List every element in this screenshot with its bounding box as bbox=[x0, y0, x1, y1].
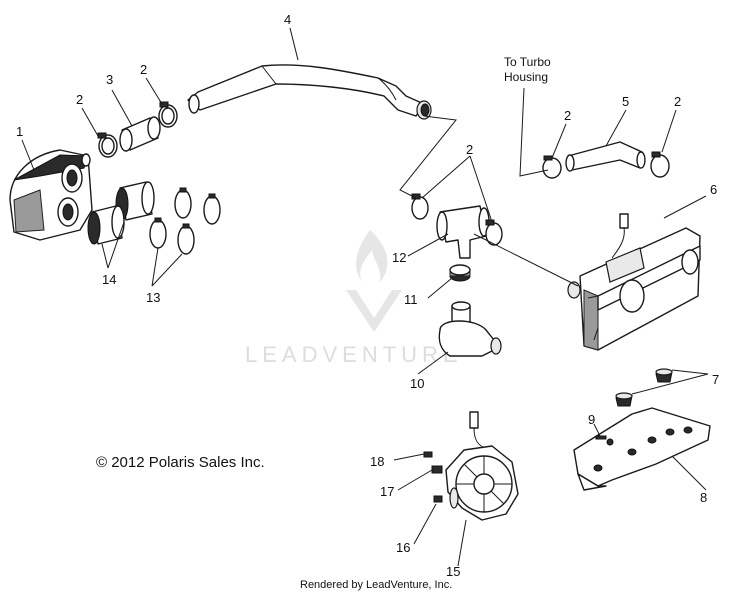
callout-15: 15 bbox=[446, 564, 460, 579]
part-13-clamps bbox=[149, 187, 221, 255]
callout-4: 4 bbox=[284, 12, 291, 27]
part-2-clamp-turbo-left bbox=[542, 155, 562, 179]
footer-text: Rendered by LeadVenture, Inc. bbox=[300, 579, 452, 591]
part-4-intake-hose bbox=[187, 64, 432, 120]
callout-2-center-clamps: 2 bbox=[466, 142, 473, 157]
part-2-clamp-center-right bbox=[485, 219, 503, 246]
callout-numbers: 1 2 3 2 4 14 13 2 12 11 10 To Turbo Hous… bbox=[16, 12, 719, 579]
part-14-couplers bbox=[87, 181, 155, 245]
part-11-ring bbox=[449, 264, 471, 282]
callout-1: 1 bbox=[16, 124, 23, 139]
copyright-text: © 2012 Polaris Sales Inc. bbox=[96, 454, 265, 471]
callout-2-airbox-clamp: 2 bbox=[76, 92, 83, 107]
callout-9: 9 bbox=[588, 412, 595, 427]
callout-leaders bbox=[21, 27, 709, 567]
callout-8: 8 bbox=[700, 490, 707, 505]
part-10-valve bbox=[438, 301, 502, 357]
part-2-clamp-center-left bbox=[411, 193, 429, 220]
callout-10: 10 bbox=[410, 376, 424, 391]
callout-13: 13 bbox=[146, 290, 160, 305]
part-5-hose bbox=[565, 141, 646, 172]
part-17-nut bbox=[431, 465, 443, 474]
callout-11: 11 bbox=[404, 292, 418, 307]
callout-14: 14 bbox=[102, 272, 116, 287]
part-2-clamp-left bbox=[97, 132, 118, 158]
part-8-bracket bbox=[573, 407, 711, 491]
note-housing: Housing bbox=[504, 70, 548, 84]
part-7-grommets bbox=[615, 368, 673, 407]
callout-3: 3 bbox=[106, 72, 113, 87]
watermark-v-logo bbox=[346, 290, 402, 332]
callout-17: 17 bbox=[380, 484, 394, 499]
part-16-fastener bbox=[433, 495, 443, 503]
part-18-screw bbox=[423, 451, 433, 458]
part-15-fan bbox=[445, 411, 519, 521]
part-9-bolt bbox=[595, 435, 607, 440]
part-12-tee-fitting bbox=[436, 205, 490, 259]
callout-16: 16 bbox=[396, 540, 410, 555]
part-6-intercooler bbox=[567, 213, 701, 351]
watermark-text: LEADVENTURE bbox=[245, 342, 463, 367]
callout-5: 5 bbox=[622, 94, 629, 109]
part-1-airbox bbox=[9, 149, 93, 241]
callout-18: 18 bbox=[370, 454, 384, 469]
note-to-turbo: To Turbo bbox=[504, 55, 551, 69]
callout-2-turbo-left: 2 bbox=[564, 108, 571, 123]
part-2-clamp-upper bbox=[158, 101, 178, 128]
part-3-coupler bbox=[119, 116, 161, 152]
callout-12: 12 bbox=[392, 250, 406, 265]
leadventure-watermark: LEADVENTURE bbox=[245, 230, 463, 367]
callout-2-upper-clamp: 2 bbox=[140, 62, 147, 77]
part-2-clamp-turbo-right bbox=[650, 151, 670, 178]
callout-7: 7 bbox=[712, 372, 719, 387]
callout-6: 6 bbox=[710, 182, 717, 197]
watermark-flame-logo bbox=[356, 230, 388, 282]
callout-2-turbo-right: 2 bbox=[674, 94, 681, 109]
